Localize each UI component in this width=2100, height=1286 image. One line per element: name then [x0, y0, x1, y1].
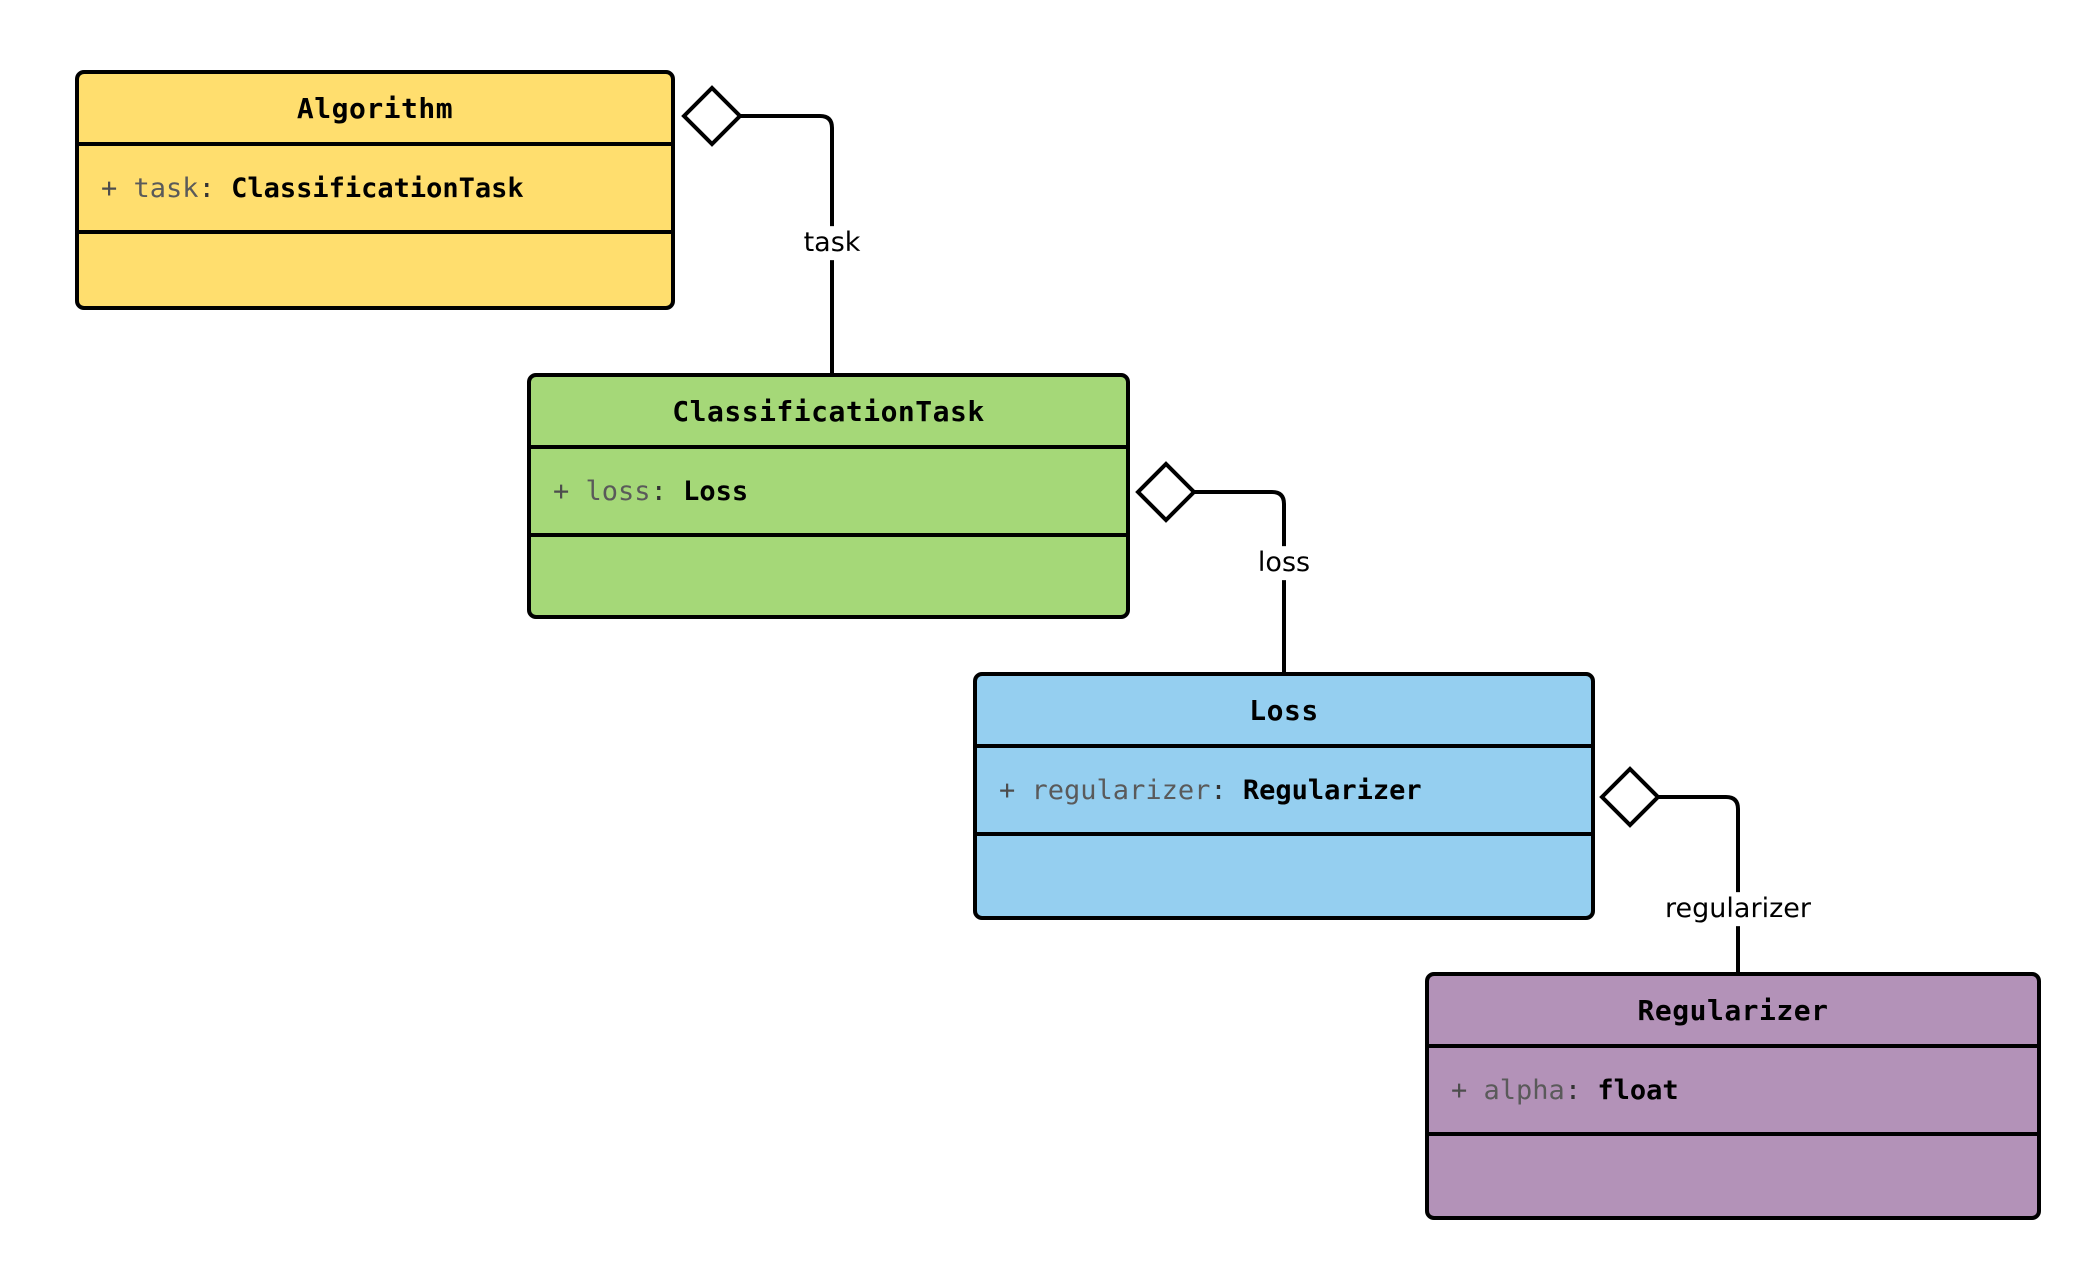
relation-label-loss: loss	[1250, 546, 1318, 580]
relation-algorithm-task-classificationtask[interactable]	[681, 85, 834, 373]
attributes-compartment-classificationtask: + loss: Loss	[531, 449, 1126, 537]
attribute-separator: :	[1564, 1074, 1582, 1106]
relation-line	[1194, 490, 1286, 672]
relation-loss-regularizer-regularizer[interactable]	[1599, 766, 1740, 972]
class-name-algorithm: Algorithm	[79, 74, 671, 146]
relation-line	[740, 114, 834, 373]
attribute-name: task	[133, 172, 199, 204]
attribute-row: + loss: Loss	[553, 478, 748, 505]
attributes-compartment-loss: + regularizer: Regularizer	[977, 748, 1591, 836]
relation-label-task: task	[796, 226, 868, 260]
attribute-separator: :	[1210, 774, 1227, 806]
class-name-regularizer: Regularizer	[1429, 976, 2037, 1048]
methods-compartment-loss	[977, 836, 1591, 916]
attribute-separator: :	[650, 475, 667, 507]
uml-class-classificationtask[interactable]: ClassificationTask + loss: Loss	[527, 373, 1130, 619]
relation-label-regularizer: regularizer	[1658, 892, 1818, 926]
attribute-visibility: +	[101, 172, 118, 204]
class-name-loss: Loss	[977, 676, 1591, 748]
relation-line	[1658, 795, 1740, 972]
class-name-classificationtask: ClassificationTask	[531, 377, 1126, 449]
aggregation-diamond-icon	[681, 85, 743, 147]
attributes-compartment-algorithm: + task: ClassificationTask	[79, 146, 671, 234]
uml-class-algorithm[interactable]: Algorithm + task: ClassificationTask	[75, 70, 675, 310]
attribute-name: loss	[585, 475, 651, 507]
methods-compartment-algorithm	[79, 234, 671, 306]
attribute-type: Loss	[683, 475, 749, 507]
attributes-compartment-regularizer: + alpha: float	[1429, 1048, 2037, 1136]
attribute-name: alpha	[1483, 1074, 1565, 1106]
methods-compartment-regularizer	[1429, 1136, 2037, 1216]
attribute-row: + regularizer: Regularizer	[999, 777, 1422, 804]
attribute-row: + alpha: float	[1451, 1077, 1679, 1104]
attribute-type: float	[1597, 1074, 1679, 1106]
attribute-visibility: +	[999, 774, 1016, 806]
aggregation-diamond-icon	[1599, 766, 1661, 828]
attribute-type: ClassificationTask	[231, 172, 524, 204]
attribute-row: + task: ClassificationTask	[101, 175, 524, 202]
aggregation-diamond-icon	[1135, 461, 1197, 523]
methods-compartment-classificationtask	[531, 537, 1126, 615]
relation-classificationtask-loss-loss[interactable]	[1135, 461, 1286, 672]
uml-class-loss[interactable]: Loss + regularizer: Regularizer	[973, 672, 1595, 920]
attribute-name: regularizer	[1031, 774, 1211, 806]
attribute-separator: :	[198, 172, 215, 204]
uml-class-regularizer[interactable]: Regularizer + alpha: float	[1425, 972, 2041, 1220]
attribute-visibility: +	[1451, 1074, 1468, 1106]
attribute-type: Regularizer	[1242, 774, 1422, 806]
attribute-visibility: +	[553, 475, 570, 507]
